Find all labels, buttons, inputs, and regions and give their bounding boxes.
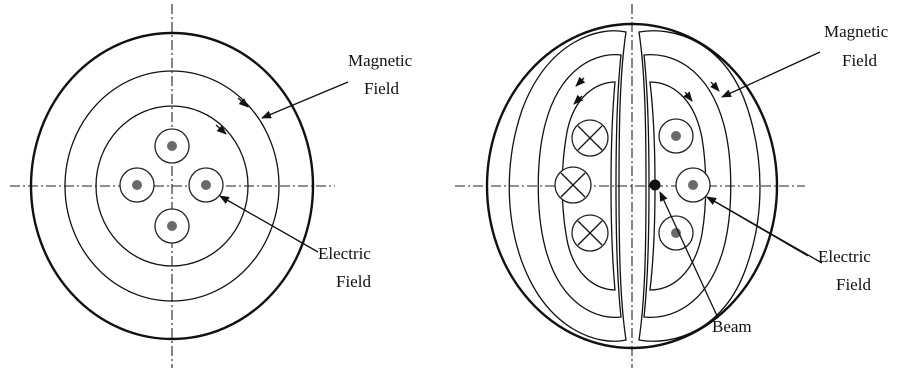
beam-label: Beam [712,317,752,336]
field-loop-right-outer [638,30,761,342]
electric-field-leader-line [706,196,823,264]
electric-field-label-line1: Electric [318,244,371,263]
beam-dot-icon [649,179,661,191]
electric-field-label-line2: Field [336,272,371,291]
pole-right-top [658,118,694,154]
ring-arrow-icon [215,124,227,135]
loop-arrow-icon [710,81,720,92]
magnetic-field-ring-inner [95,105,249,267]
dot-icon [167,141,177,151]
electric-field-label-line2: Field [836,275,871,294]
field-loop-right-inner [649,81,707,291]
pole-bottom [154,208,190,244]
dot-icon [201,180,211,190]
pole-top [154,128,190,164]
loop-arrow-icon [575,76,586,87]
cross-icon [577,220,603,246]
dot-icon [132,180,142,190]
outer-boundary-circle [29,31,315,341]
field-loop-left-inner [561,81,616,291]
magnetic-field-label-line2: Field [364,79,399,98]
dot-icon [688,180,698,190]
magnetic-field-label-line2: Field [842,51,877,70]
pole-left-top [571,119,609,157]
pole-right-bottom [658,215,694,251]
magnetic-field-ring-outer [64,70,280,302]
magnetic-field-leader-arrow [721,51,821,98]
dot-icon [671,131,681,141]
loop-arrow-icon [573,94,584,105]
dot-icon [167,221,177,231]
cross-icon [577,125,603,151]
outer-boundary-circle [485,22,779,350]
quadrupole-diagram: Magnetic Field Electric Field [10,4,413,368]
magnetic-field-label-line1: Magnetic [348,51,413,70]
dipole-diagram: Magnetic Field Electric Field Beam [455,4,889,368]
pole-left [119,167,155,203]
field-loop-right-middle [643,53,732,319]
magnetic-field-label-line1: Magnetic [824,22,889,41]
cross-icon [560,172,586,198]
ring-arrow-icon [237,97,249,108]
pole-right-middle [675,167,711,203]
magnetic-field-leader-arrow [261,81,349,119]
loop-arrow-icon [683,91,693,102]
dot-icon [671,228,681,238]
pole-left-middle [554,166,592,204]
field-loop-left-outer [508,30,627,342]
electric-field-leader-arrow [219,195,319,253]
field-loop-left-middle [537,53,622,319]
pole-left-bottom [571,214,609,252]
electric-field-label-line1: Electric [818,247,871,266]
pole-right [188,167,224,203]
beam-leader-arrow [659,191,719,319]
